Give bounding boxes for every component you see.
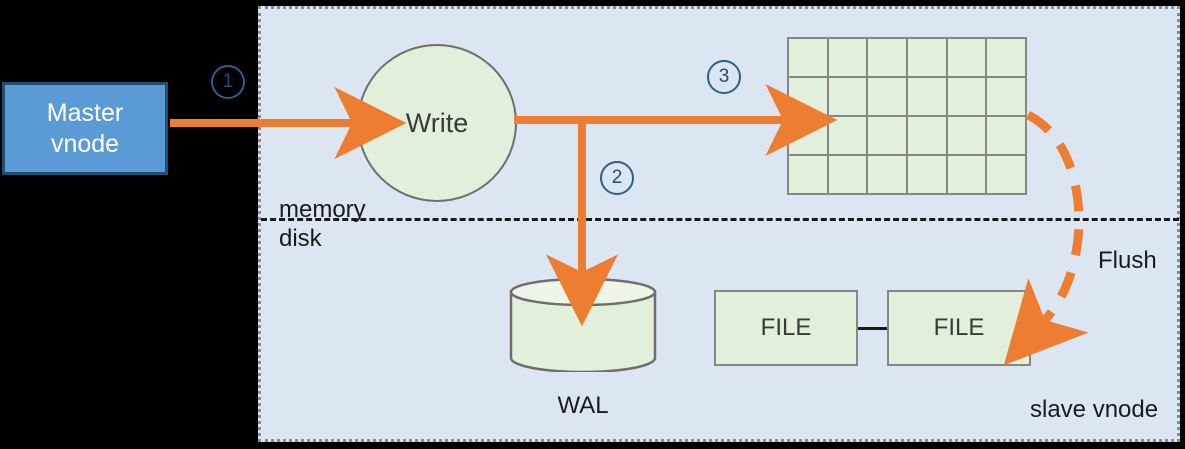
memtable-cell (987, 39, 1025, 76)
file-connector-line (858, 327, 888, 330)
memtable-cell (789, 156, 827, 193)
step-number-2: 2 (600, 161, 634, 195)
file-box-1[interactable]: FILE (714, 290, 858, 366)
memtable-grid (787, 37, 1027, 195)
memtable-cell (947, 39, 986, 76)
memtable-cell (908, 156, 946, 193)
memtable-cell (947, 117, 986, 154)
memory-disk-divider (261, 218, 1179, 221)
label-flush: Flush (1098, 247, 1157, 274)
write-node[interactable]: Write (357, 44, 517, 202)
memtable-cell (987, 117, 1025, 154)
master-vnode-line2: vnode (50, 129, 120, 158)
memtable-cell (868, 117, 906, 154)
label-memory: memory (279, 196, 366, 223)
memtable-cell (908, 117, 946, 154)
memtable-cell (789, 78, 827, 115)
memtable-cell (828, 39, 867, 76)
memtable-cell (828, 117, 867, 154)
label-slave-vnode: slave vnode (1030, 396, 1159, 423)
memtable-cell (828, 156, 867, 193)
memtable-cell (868, 39, 906, 76)
master-vnode-line1: Master (46, 98, 124, 127)
memtable-cell (947, 78, 986, 115)
memtable-cell (947, 156, 986, 193)
database-cylinder-icon (509, 277, 657, 374)
memtable-cell (987, 156, 1025, 193)
memtable-cell (789, 39, 827, 76)
master-vnode-box[interactable]: Master vnode (2, 82, 168, 175)
step-number-1: 1 (211, 65, 245, 99)
file-box-2[interactable]: FILE (887, 290, 1031, 366)
memtable-cell (987, 78, 1025, 115)
label-disk: disk (279, 225, 322, 252)
memtable-cell (908, 39, 946, 76)
step-number-3: 3 (707, 60, 741, 94)
memtable-cell (868, 78, 906, 115)
memtable-cell (868, 156, 906, 193)
memtable-cell (828, 78, 867, 115)
memtable-cell (908, 78, 946, 115)
memtable-cell (789, 117, 827, 154)
wal-label: WAL (557, 392, 609, 419)
